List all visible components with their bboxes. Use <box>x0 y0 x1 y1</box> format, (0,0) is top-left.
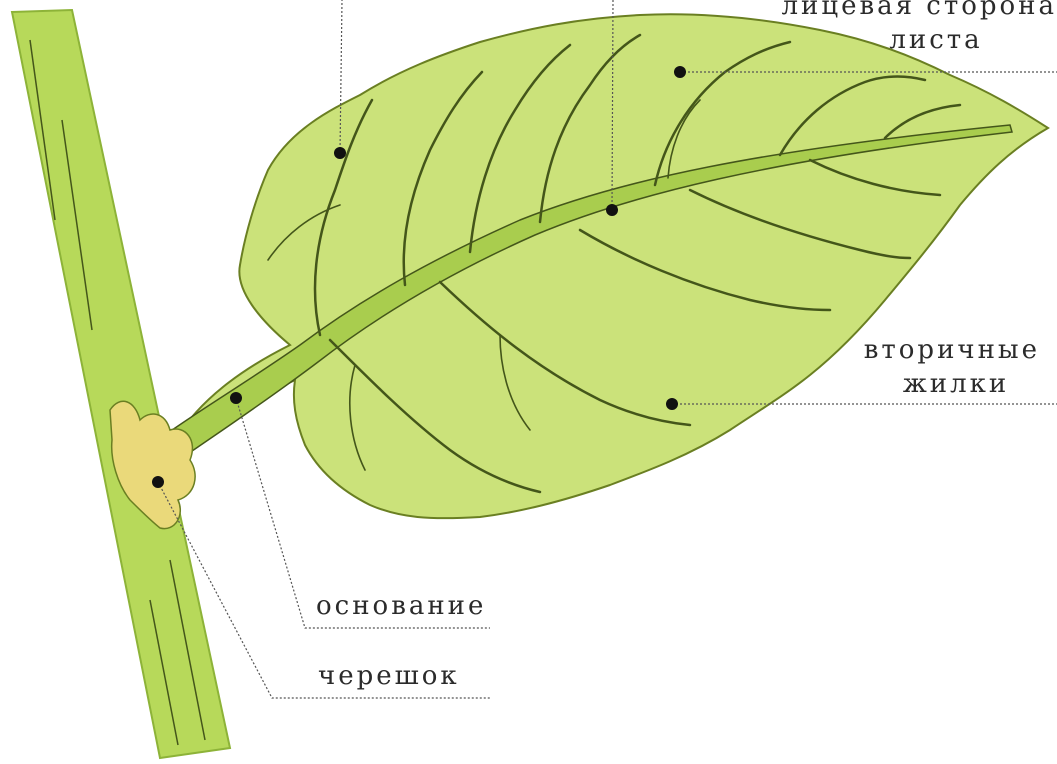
stem-body <box>12 10 230 758</box>
label-leaf-face-line1: лицевая сторона <box>782 0 1057 21</box>
label-leaf-face-line2: листа <box>889 25 982 55</box>
dot-midrib <box>606 204 618 216</box>
dot-leaf-face-right <box>674 66 686 78</box>
label-petiole: черешок <box>318 661 460 691</box>
label-base: основание <box>316 591 486 621</box>
dot-base <box>230 392 242 404</box>
dot-petiole <box>152 476 164 488</box>
dot-leaf-face <box>334 147 346 159</box>
label-secondary-veins-line1: вторичные <box>864 335 1040 365</box>
leaf-blade <box>175 14 1048 518</box>
label-secondary-veins-line2: жилки <box>903 369 1009 399</box>
stem <box>12 10 230 758</box>
dot-secondary-veins <box>666 398 678 410</box>
